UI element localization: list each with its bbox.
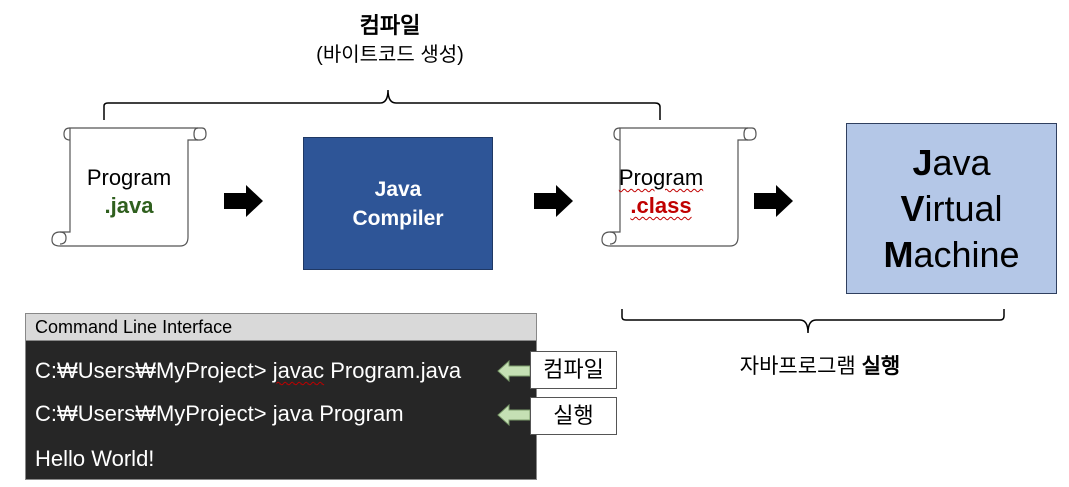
source-file-label: Program .java xyxy=(70,164,188,220)
arrow-right-icon xyxy=(754,185,793,217)
compiler-line1: Java xyxy=(374,177,422,201)
cli-window: Command Line Interface C:₩Users₩MyProjec… xyxy=(25,313,537,480)
class-file-name: Program xyxy=(618,165,704,190)
jvm-word-machine: Machine xyxy=(883,233,1020,275)
cli-line-2: C:₩Users₩MyProject> java Program xyxy=(35,401,404,426)
jvm-word-java: Java xyxy=(912,141,991,183)
class-file-ext: .class xyxy=(630,193,692,218)
bottom-brace xyxy=(621,309,1005,334)
compile-title: 컴파일 xyxy=(359,13,421,38)
top-brace xyxy=(103,89,661,120)
compiler-line2: Compiler xyxy=(352,206,444,230)
class-file-label: Program .class xyxy=(602,164,720,220)
run-label: 자바프로그램 실행 xyxy=(739,355,901,378)
source-file-name: Program xyxy=(86,165,172,190)
compile-callout: 컴파일 xyxy=(530,351,617,389)
jvm-word-virtual: Virtual xyxy=(900,187,1003,229)
arrow-left-icon xyxy=(497,403,531,427)
class-scroll xyxy=(601,127,757,247)
source-file-ext: .java xyxy=(104,193,154,218)
arrow-left-icon xyxy=(497,359,531,383)
cli-title: Command Line Interface xyxy=(26,314,536,341)
cli-line-3: Hello World! xyxy=(35,446,155,471)
arrow-right-icon xyxy=(224,185,263,217)
run-callout: 실행 xyxy=(530,397,617,435)
compile-subtitle: (바이트코드 생성) xyxy=(316,44,464,66)
java-compiler-box: Java Compiler xyxy=(303,137,493,270)
arrow-right-icon xyxy=(534,185,573,217)
jvm-box: Java Virtual Machine xyxy=(846,123,1057,294)
source-scroll xyxy=(51,127,207,247)
cli-line-1: C:₩Users₩MyProject> javac Program.java xyxy=(35,358,462,383)
